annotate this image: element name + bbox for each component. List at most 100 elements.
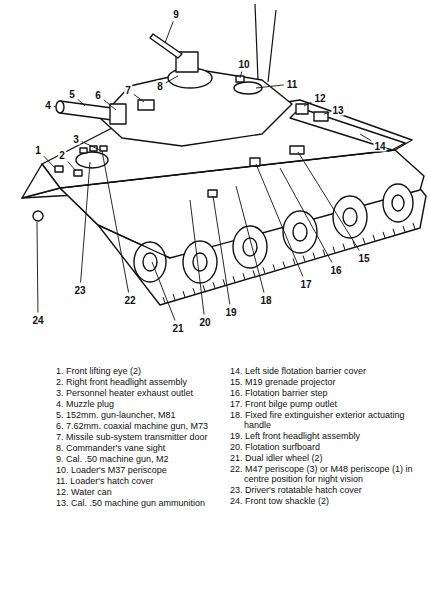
deck-edge bbox=[60, 150, 395, 188]
headlight bbox=[208, 190, 217, 197]
headlight bbox=[74, 170, 82, 176]
track-link bbox=[363, 238, 365, 244]
key-entry: 20. Flotation surfboard bbox=[230, 442, 422, 452]
key-entry: 14. Left side flotation barrier cover bbox=[230, 366, 422, 376]
key-entry: 22. M47 periscope (3) or M48 periscope (… bbox=[230, 464, 422, 484]
track-link bbox=[293, 259, 295, 265]
callout-number: 4 bbox=[44, 100, 52, 111]
grenade-projector bbox=[290, 146, 304, 154]
callout-number: 21 bbox=[171, 323, 184, 334]
machine-gun bbox=[150, 34, 182, 58]
leader-line bbox=[54, 106, 56, 108]
tow-shackle bbox=[33, 211, 43, 221]
wheel-hub bbox=[392, 195, 404, 211]
road-wheel bbox=[283, 211, 317, 253]
leader-line bbox=[256, 164, 303, 277]
key-entry: 21. Dual idler wheel (2) bbox=[230, 453, 422, 463]
leader-line bbox=[152, 262, 175, 321]
wheel-hub bbox=[293, 223, 307, 241]
callout-number: 11 bbox=[286, 79, 299, 90]
road-wheel bbox=[183, 241, 217, 283]
wheel-hub bbox=[193, 253, 207, 271]
key-entry: 8. Commander's vane sight bbox=[56, 443, 218, 453]
track-link bbox=[393, 229, 395, 235]
key-entry: 3. Personnel heater exhaust outlet bbox=[56, 388, 218, 398]
leader-line bbox=[324, 112, 329, 114]
track-link bbox=[333, 247, 335, 253]
antenna bbox=[268, 10, 276, 82]
leader-line bbox=[256, 85, 284, 88]
leader-line bbox=[165, 22, 173, 44]
periscope bbox=[100, 146, 107, 151]
key-entry: 11. Loader's hatch cover bbox=[56, 476, 218, 486]
key-entry: 16. Flotation barrier step bbox=[230, 388, 422, 398]
key-entry: 9. Cal. .50 machine gun, M2 bbox=[56, 454, 218, 464]
track-link bbox=[283, 261, 285, 267]
leader-line bbox=[102, 151, 129, 293]
key-entry: 12. Water can bbox=[56, 487, 218, 497]
wheel-hub bbox=[343, 208, 357, 226]
callout-number: 12 bbox=[313, 93, 326, 104]
key-entry: 24. Front tow shackle (2) bbox=[230, 496, 422, 506]
track-link bbox=[263, 267, 265, 273]
periscope bbox=[80, 148, 87, 153]
callout-number: 2 bbox=[58, 150, 66, 161]
key-entry: 5. 152mm. gun-launcher, M81 bbox=[56, 410, 218, 420]
track-link bbox=[213, 282, 215, 288]
key-entry: 13. Cal. .50 machine gun ammunition bbox=[56, 498, 218, 508]
track-link bbox=[233, 276, 235, 282]
callout-number: 13 bbox=[331, 105, 344, 116]
callout-number: 22 bbox=[123, 295, 136, 306]
leader-line bbox=[81, 162, 90, 283]
callout-number: 18 bbox=[259, 295, 272, 306]
callout-number: 14 bbox=[373, 141, 386, 152]
track-link bbox=[343, 244, 345, 250]
callout-number: 23 bbox=[73, 285, 86, 296]
water-can bbox=[296, 104, 308, 114]
callout-number: 5 bbox=[68, 89, 76, 100]
callout-number: 9 bbox=[172, 9, 180, 20]
transmitter-door bbox=[138, 100, 154, 110]
key-entry: 10. Loader's M37 periscope bbox=[56, 465, 218, 475]
leader-lines bbox=[37, 22, 371, 321]
leader-line bbox=[304, 102, 311, 106]
callout-number: 1 bbox=[34, 145, 42, 156]
track-link bbox=[403, 226, 405, 232]
key-entry: 1. Front lifting eye (2) bbox=[56, 366, 218, 376]
key-entry: 18. Fixed fire extinguisher exterior act… bbox=[230, 410, 422, 430]
leader-line bbox=[190, 200, 204, 315]
hull-edge bbox=[98, 225, 170, 258]
leader-line bbox=[298, 152, 359, 251]
track-link bbox=[273, 264, 275, 270]
callout-number: 19 bbox=[224, 307, 237, 318]
gun-barrel bbox=[60, 101, 112, 120]
callout-number: 8 bbox=[156, 81, 164, 92]
muzzle-plug bbox=[56, 101, 64, 113]
leader-line bbox=[213, 196, 230, 305]
leader-line bbox=[68, 162, 76, 171]
antenna bbox=[255, 4, 258, 80]
callout-number: 16 bbox=[329, 265, 342, 276]
leader-line bbox=[360, 134, 371, 141]
track-link bbox=[183, 291, 185, 297]
bilge-outlet bbox=[250, 158, 260, 166]
leader-line bbox=[78, 99, 85, 106]
leader-line bbox=[236, 186, 264, 293]
callout-number: 3 bbox=[72, 134, 80, 145]
idler-wheel bbox=[134, 242, 166, 282]
key-entry: 15. M19 grenade projector bbox=[230, 377, 422, 387]
key-entry: 7. Missile sub-system transmitter door bbox=[56, 432, 218, 442]
leader-line bbox=[280, 168, 332, 263]
key-entry: 2. Right front headlight assembly bbox=[56, 377, 218, 387]
leader-line bbox=[104, 100, 116, 110]
track-link bbox=[163, 297, 165, 303]
track-link bbox=[193, 288, 195, 294]
track-link bbox=[203, 285, 205, 291]
callout-number: 6 bbox=[94, 90, 102, 101]
track-link bbox=[173, 294, 175, 300]
key-entry: 6. 7.62mm. coaxial machine gun, M73 bbox=[56, 421, 218, 431]
leader-line bbox=[240, 72, 242, 79]
callout-number: 10 bbox=[237, 59, 250, 70]
